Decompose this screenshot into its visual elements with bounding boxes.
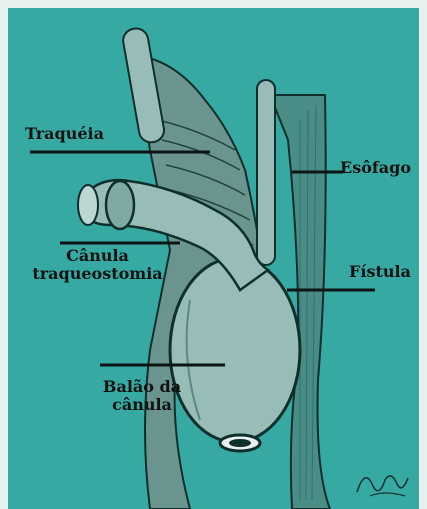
cannula-flange: [106, 181, 134, 229]
label-balao-da-canula: Balão da cânula: [82, 378, 202, 415]
label-balao-line2: cânula: [82, 396, 202, 414]
label-traqueia: Traquéia: [25, 125, 104, 143]
label-canula-line1: Cânula: [20, 247, 175, 265]
label-canula-traqueostomia: Cânula traqueostomia: [20, 247, 175, 284]
esophagus-probe: [257, 80, 275, 265]
artist-signature: [355, 462, 410, 500]
label-balao-line1: Balão da: [82, 378, 202, 396]
label-canula-line2: traqueostomia: [20, 265, 175, 283]
label-fistula: Fístula: [349, 263, 411, 281]
cannula-opening: [78, 185, 98, 225]
label-esofago: Esôfago: [340, 159, 411, 177]
